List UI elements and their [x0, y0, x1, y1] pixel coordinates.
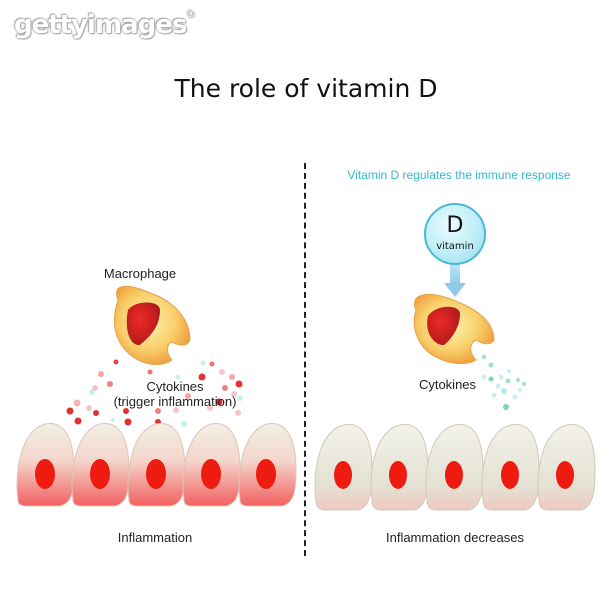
cytokines-label-left: Cytokines: [146, 379, 204, 394]
cytokine-dots-left: [66, 359, 243, 427]
macrophage-left: [113, 285, 191, 365]
macrophage-right: [413, 293, 495, 365]
diagram-title: The role of vitamin D: [174, 74, 438, 103]
cytokine-dots-right: [481, 355, 526, 410]
gettyimages-watermark: gettyimages®: [14, 10, 195, 40]
down-arrow-icon: [444, 264, 466, 297]
cell: [425, 424, 484, 511]
cell: [182, 423, 241, 507]
cell: [16, 423, 75, 507]
cytokines-label-right: Cytokines: [418, 377, 477, 392]
cytokines-sublabel-left: (trigger inflammation): [113, 394, 237, 409]
cell: [481, 424, 540, 511]
epithelial-cells-normal: [314, 424, 596, 511]
dashed-divider: [304, 163, 306, 556]
vitamin-word: vitamin: [436, 241, 474, 252]
cell: [127, 423, 186, 507]
cell: [238, 423, 297, 507]
epithelial-cells-inflamed: [16, 423, 297, 507]
cell: [537, 424, 596, 511]
inflammation-label: Inflammation: [117, 530, 193, 545]
macrophage-label: Macrophage: [103, 266, 177, 281]
cell: [370, 424, 429, 511]
cell: [314, 424, 373, 511]
inflammation-decreases-label: Inflammation decreases: [385, 530, 524, 545]
cell: [71, 423, 130, 507]
vitamin-d-subtitle: Vitamin D regulates the immune response: [347, 168, 571, 182]
vitamin-d-circle-icon: D vitamin: [424, 203, 486, 265]
vitamin-d-letter: D: [446, 213, 464, 238]
